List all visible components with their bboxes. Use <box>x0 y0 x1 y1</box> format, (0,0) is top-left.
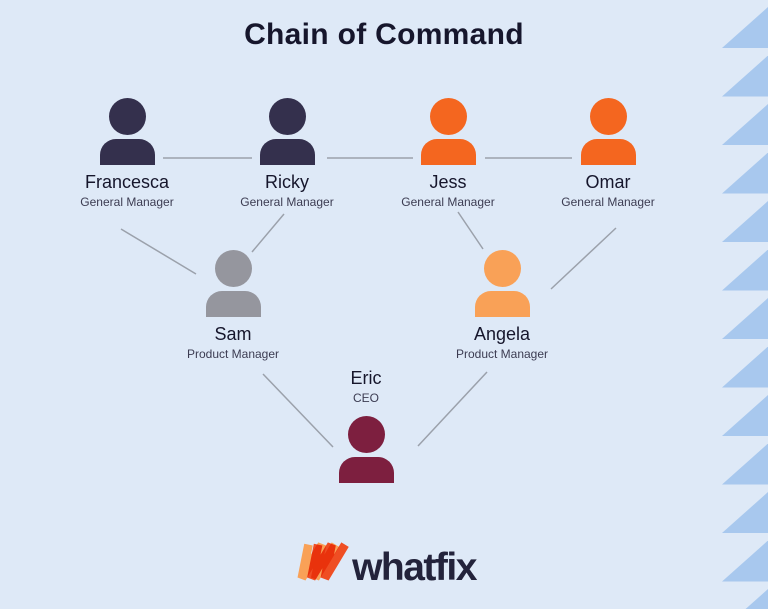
connector-ricky-sam <box>251 213 285 253</box>
connector-omar-angela <box>550 227 617 290</box>
person-icon <box>99 98 155 165</box>
triangle-decoration <box>722 0 768 609</box>
person-icon-torso <box>205 291 261 317</box>
person-role: General Manager <box>240 194 334 209</box>
connector-jess-angela <box>457 211 484 250</box>
person-icon-head <box>589 98 627 135</box>
person-role: Product Manager <box>455 346 549 361</box>
connector-francesca-sam <box>120 228 197 275</box>
person-node-eric: Eric CEO <box>291 368 441 483</box>
person-node-sam: Sam Product Manager <box>158 250 308 361</box>
person-icon-head <box>214 250 252 287</box>
person-name: Jess <box>429 172 467 192</box>
person-role: Product Manager <box>186 346 280 361</box>
person-icon-head <box>268 98 306 135</box>
person-node-jess: Jess General Manager <box>373 98 523 209</box>
person-icon-torso <box>99 139 155 165</box>
person-node-francesca: Francesca General Manager <box>52 98 202 209</box>
person-name: Ricky <box>265 172 309 192</box>
person-node-angela: Angela Product Manager <box>427 250 577 361</box>
person-node-omar: Omar General Manager <box>533 98 683 209</box>
person-icon-torso <box>338 456 394 483</box>
connector-angela-eric <box>417 371 488 447</box>
person-icon <box>420 98 476 165</box>
person-icon-torso <box>259 139 315 165</box>
whatfix-logo-text: whatfix <box>352 546 477 589</box>
person-node-ricky: Ricky General Manager <box>212 98 362 209</box>
person-name: Omar <box>585 172 631 192</box>
person-icon-head <box>429 98 467 135</box>
person-icon <box>338 415 394 483</box>
person-name: Eric <box>350 368 382 388</box>
person-icon <box>474 250 530 317</box>
person-icon-head <box>483 250 521 287</box>
person-icon <box>580 98 636 165</box>
person-icon-torso <box>474 291 530 317</box>
person-icon-head <box>108 98 146 135</box>
connector-sam-eric <box>262 373 334 448</box>
person-icon <box>259 98 315 165</box>
person-icon <box>205 250 261 317</box>
person-icon-head <box>347 415 385 453</box>
person-role: CEO <box>352 390 379 405</box>
person-role: General Manager <box>401 194 495 209</box>
whatfix-logo-mark <box>297 542 349 581</box>
person-name: Francesca <box>84 172 170 192</box>
person-role: General Manager <box>561 194 655 209</box>
whatfix-logo: whatfix <box>0 536 768 587</box>
person-name: Sam <box>214 324 252 344</box>
person-icon-torso <box>580 139 636 165</box>
person-role: General Manager <box>80 194 174 209</box>
person-icon-torso <box>420 139 476 165</box>
person-name: Angela <box>473 324 531 344</box>
whatfix-mark-front-w <box>307 542 349 581</box>
page-title: Chain of Command <box>244 18 524 51</box>
